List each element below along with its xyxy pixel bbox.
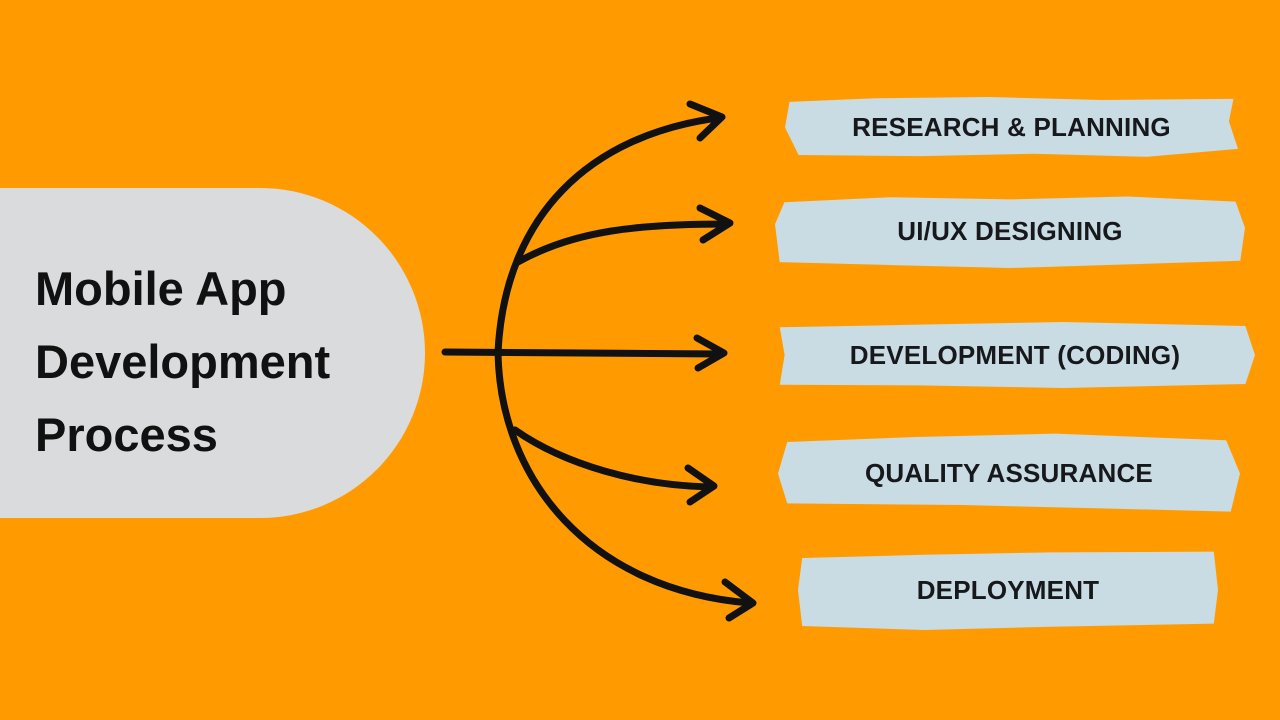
arrowhead-icon: [721, 578, 757, 622]
step-label: DEPLOYMENT: [916, 574, 1100, 605]
arc-arrow-top: [494, 114, 722, 356]
step-label: UI/UX DESIGNING: [897, 216, 1123, 246]
title-line: Development: [35, 335, 331, 388]
arc-arrow-bottom: [494, 348, 754, 607]
arrowhead-icon: [696, 204, 734, 244]
step-label: RESEARCH & PLANNING: [852, 112, 1171, 142]
arrow-2: [514, 220, 732, 266]
step-label: QUALITY ASSURANCE: [865, 458, 1153, 488]
step-ui-ux-designing: UI/UX DESIGNING: [775, 196, 1245, 268]
step-research-planning: RESEARCH & PLANNING: [785, 97, 1238, 157]
step-quality-assurance: QUALITY ASSURANCE: [778, 433, 1240, 512]
step-development: DEVELOPMENT (CODING): [779, 322, 1255, 388]
title-line: Process: [35, 408, 218, 461]
arrowhead-icon: [684, 464, 718, 506]
arrow-3: [441, 348, 726, 358]
arrow-4: [511, 426, 716, 491]
step-deployment: DEPLOYMENT: [798, 551, 1218, 630]
arrowhead-icon: [686, 100, 726, 142]
diagram-title: Mobile App Development Process: [35, 252, 330, 471]
arrowhead-icon: [693, 334, 728, 372]
title-line: Mobile App: [35, 262, 287, 315]
title-panel: [0, 188, 425, 518]
step-label: DEVELOPMENT (CODING): [849, 339, 1181, 370]
